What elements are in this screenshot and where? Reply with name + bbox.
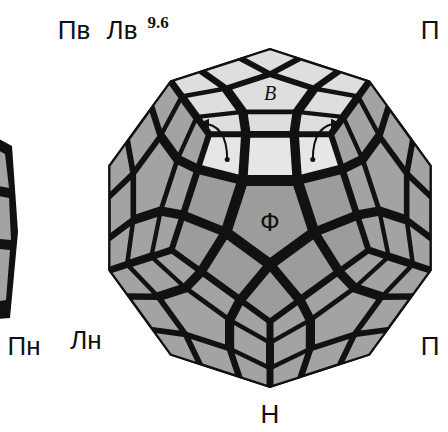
corner-sticker — [246, 272, 294, 318]
face-label: Ф — [260, 209, 280, 235]
corner-sticker — [299, 137, 338, 174]
edge-sticker — [347, 102, 376, 152]
face-label: Пн — [7, 333, 40, 359]
megaminx — [108, 48, 431, 388]
edge-sticker — [130, 217, 157, 259]
edge-sticker — [277, 61, 333, 86]
edge-sticker — [304, 174, 353, 226]
edge-sticker — [188, 174, 237, 226]
face-body — [170, 133, 370, 323]
corner-sticker — [175, 73, 219, 93]
edge-sticker — [304, 92, 353, 115]
corner-sticker — [321, 73, 365, 93]
megaminx-outline — [108, 48, 431, 388]
turn-arrow — [313, 124, 339, 160]
turn-arrow — [201, 124, 227, 160]
face-label: Лн — [70, 327, 101, 353]
turn-arrows — [201, 124, 339, 163]
arrow-start-dot — [310, 157, 315, 162]
corner-sticker — [202, 115, 241, 132]
edge-sticker — [191, 339, 235, 374]
corner-sticker — [113, 268, 152, 294]
sticker — [0, 246, 10, 306]
edge-sticker — [383, 113, 410, 167]
face-body — [170, 48, 370, 133]
corner-sticker — [410, 226, 430, 266]
sticker — [0, 134, 9, 188]
center-sticker — [232, 186, 307, 258]
edge-sticker — [207, 240, 263, 295]
edge-sticker — [188, 92, 237, 115]
corner-sticker — [175, 221, 219, 267]
figure-number: 9.6 — [147, 14, 168, 31]
face-label: П — [421, 17, 440, 43]
edge-sticker — [234, 325, 266, 364]
corner-sticker — [157, 333, 196, 361]
corner-sticker — [274, 354, 306, 385]
neighbour-megaminx — [0, 118, 18, 322]
face-label: П — [421, 333, 440, 359]
edge-sticker — [248, 138, 292, 175]
corner-sticker — [154, 85, 178, 129]
face-label: Пв — [58, 17, 91, 43]
corner-sticker — [345, 333, 384, 361]
arrow-start-dot — [225, 157, 230, 162]
corner-sticker — [410, 146, 430, 192]
center-sticker — [232, 77, 308, 109]
corner-sticker — [111, 226, 131, 266]
edge-sticker — [133, 300, 180, 331]
face-label: Н — [261, 401, 280, 427]
edge-sticker — [361, 300, 408, 331]
edge-sticker — [383, 217, 410, 259]
edge-sticker — [305, 339, 349, 374]
corner-sticker — [202, 137, 241, 174]
face-label: В — [264, 83, 276, 103]
corner-sticker — [246, 50, 294, 71]
corner-sticker — [299, 115, 338, 132]
edge-sticker — [277, 240, 333, 295]
corner-sticker — [321, 221, 365, 267]
sticker — [0, 190, 11, 240]
neighbour-body — [0, 118, 18, 322]
edge-sticker — [130, 113, 157, 167]
face-label: Лв — [107, 17, 138, 43]
edge-sticker — [361, 260, 408, 292]
edge-sticker — [111, 180, 131, 232]
edge-sticker — [248, 114, 292, 131]
edge-sticker — [207, 61, 263, 86]
